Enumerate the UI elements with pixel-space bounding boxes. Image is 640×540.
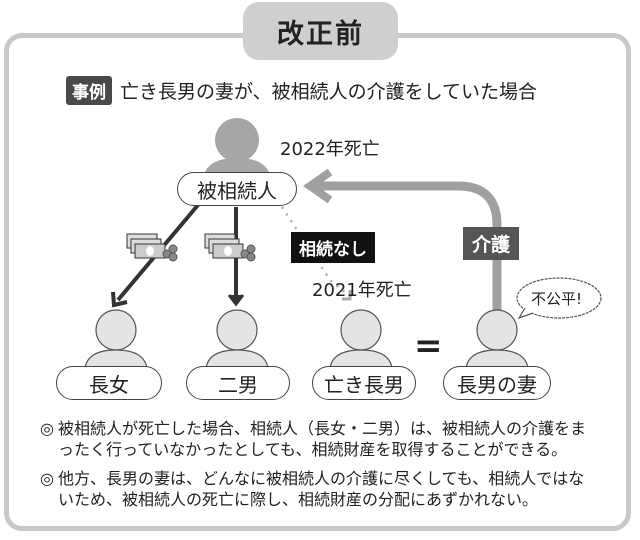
note-text: 被相続人が死亡した場合、相続人（長女・二男）は、被相続人の介護をまったく行ってい… xyxy=(58,419,587,459)
eldest-son-wife-figure-icon xyxy=(465,309,529,369)
late-eldest-son-label: 亡き長男 xyxy=(312,366,416,400)
note-text: 他方、長男の妻は、どんなに被相続人の介護に尽くしても、相続人ではないため、被相続… xyxy=(58,469,585,509)
bracket-icon xyxy=(342,290,352,301)
equals-sign: = xyxy=(414,326,443,366)
diagram-frame xyxy=(4,33,631,531)
late-eldest-son-figure-icon xyxy=(329,309,393,369)
speech-bubble xyxy=(516,277,602,320)
decedent-figure-icon xyxy=(203,118,271,180)
double-circle-icon: ◎ xyxy=(40,469,54,488)
late-son-death-note: 2021年死亡 xyxy=(312,280,412,301)
money-icon xyxy=(204,233,256,262)
second-son-label: 二男 xyxy=(186,366,290,400)
explanation-notes: ◎ 被相続人が死亡した場合、相続人（長女・二男）は、被相続人の介護をまったく行っ… xyxy=(40,418,600,518)
eldest-daughter-label: 長女 xyxy=(56,366,162,400)
care-arrowhead-icon xyxy=(303,168,333,204)
note-item: ◎ 被相続人が死亡した場合、相続人（長女・二男）は、被相続人の介護をまったく行っ… xyxy=(40,418,600,460)
title-tab: 改正前 xyxy=(243,2,398,60)
double-circle-icon: ◎ xyxy=(40,419,54,438)
care-arrow xyxy=(312,181,502,312)
no-inheritance-tag: 相続なし xyxy=(291,232,375,263)
care-tag: 介護 xyxy=(463,227,520,260)
arrowhead-second-son-icon xyxy=(227,294,245,307)
decedent-label: 被相続人 xyxy=(177,172,297,206)
money-icon xyxy=(126,233,178,262)
arrowhead-eldest-daughter-icon xyxy=(111,291,128,308)
decedent-death-note: 2022年死亡 xyxy=(280,139,380,160)
speech-text: 不公平! xyxy=(531,290,583,308)
second-son-figure-icon xyxy=(205,309,269,369)
case-heading: 事例 亡き長男の妻が、被相続人の介護をしていた場合 xyxy=(66,76,537,105)
eldest-son-wife-label: 長男の妻 xyxy=(443,366,551,400)
note-item: ◎ 他方、長男の妻は、どんなに被相続人の介護に尽くしても、相続人ではないため、被… xyxy=(40,468,600,510)
eldest-daughter-figure-icon xyxy=(84,309,148,369)
case-text: 亡き長男の妻が、被相続人の介護をしていた場合 xyxy=(120,81,538,103)
case-badge: 事例 xyxy=(66,76,112,105)
